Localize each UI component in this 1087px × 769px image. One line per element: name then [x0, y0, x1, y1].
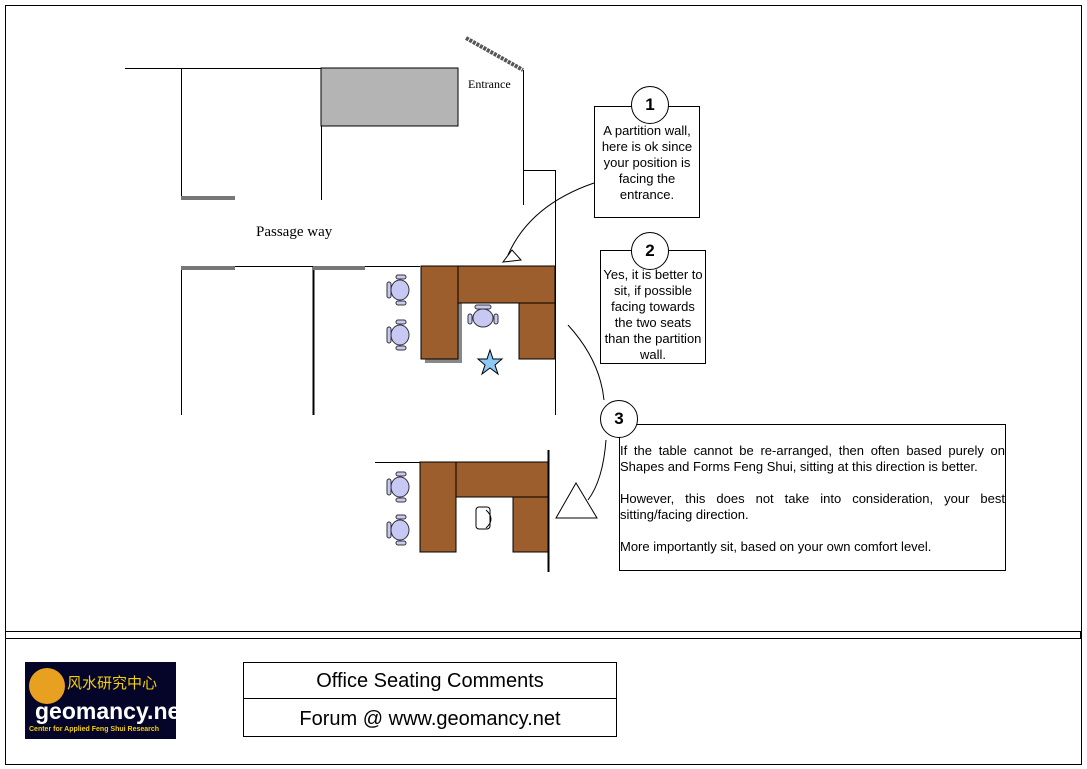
note-3-para-3: More importantly sit, based on your own …	[620, 539, 932, 554]
chair-icon	[386, 471, 410, 503]
passage-label: Passage way	[256, 224, 333, 240]
note-2-text: Yes, it is better to sit, if possible fa…	[603, 267, 703, 362]
door	[181, 196, 235, 200]
note-3-para-2: However, this does not take into conside…	[620, 491, 1005, 522]
empty-chair-icon	[475, 506, 492, 530]
title-line-1: Office Seating Comments	[243, 662, 617, 699]
logo-name: geomancy.net	[35, 698, 176, 724]
entrance-label: Entrance	[468, 77, 511, 91]
note-2-number: 2	[631, 232, 669, 270]
geomancy-logo: 风水研究中心 geomancy.net Center for Applied F…	[25, 662, 176, 739]
page-border	[5, 5, 1082, 765]
chair-icon	[467, 304, 499, 328]
chair-icon	[386, 514, 410, 546]
note-1-number: 1	[631, 86, 669, 124]
door	[181, 266, 235, 270]
logo-tagline: Center for Applied Feng Shui Research	[29, 726, 160, 733]
arrows	[501, 182, 607, 501]
triangle-marker	[555, 482, 598, 519]
chair-icon	[386, 319, 410, 351]
door	[313, 266, 365, 270]
note-3-number: 3	[600, 400, 638, 438]
star-icon	[476, 348, 504, 376]
room-block	[320, 67, 459, 127]
note-1: A partition wall, here is ok since your …	[594, 106, 700, 218]
chair-icon	[386, 274, 410, 306]
desk-2	[419, 461, 549, 553]
logo-chinese: 风水研究中心	[67, 674, 158, 692]
yin-yang-icon	[29, 668, 65, 704]
desk-1	[420, 265, 556, 363]
note-3: If the table cannot be re-arranged, then…	[619, 424, 1006, 571]
entrance-door	[465, 36, 524, 72]
title-line-2: Forum @ www.geomancy.net	[243, 698, 617, 737]
note-1-text: A partition wall, here is ok since your …	[601, 123, 693, 202]
note-3-para-1: If the table cannot be re-arranged, then…	[620, 443, 1005, 474]
